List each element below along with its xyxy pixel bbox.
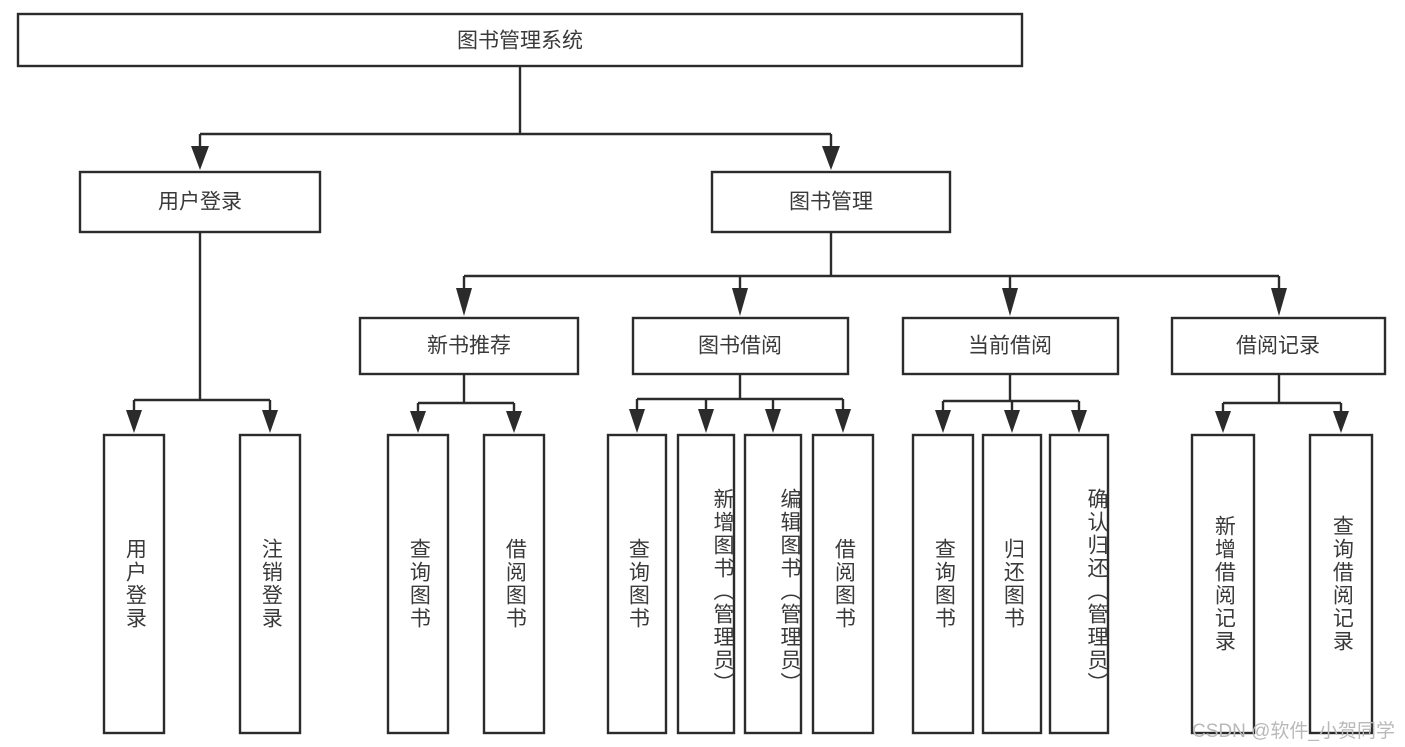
node-label-book-management: 图书管理 [789,191,873,214]
arrow-head-borrow-record [1271,288,1287,316]
node-box-leaf-query-book-3[interactable] [911,433,975,735]
connector-group-borrow-record [1215,374,1349,433]
node-box-leaf-borrow-book-2[interactable] [811,433,875,735]
node-label-user-login: 用户登录 [158,191,242,214]
arrow-head-book-borrow [732,288,748,316]
node-box-borrow-record[interactable] [1170,316,1387,376]
node-box-leaf-add-borrow-record[interactable] [1190,433,1256,735]
arrow-head-leaf-confirm-return [1071,410,1087,433]
connector-group-book-borrow [629,374,851,433]
node-box-book-borrow[interactable] [631,316,850,376]
arrow-head-leaf-borrow-book-1 [506,411,522,433]
arrow-head-leaf-query-book-2 [629,409,645,433]
arrow-head-leaf-logout [262,410,278,433]
node-box-leaf-query-book-1[interactable] [386,433,450,735]
node-box-leaf-borrow-book-1[interactable] [482,433,546,735]
arrow-head-user-login [191,146,209,170]
arrow-head-new-book-recommend [456,288,472,316]
node-label-current-borrow: 当前借阅 [968,335,1052,358]
arrow-head-leaf-query-book-3 [935,410,951,433]
node-box-book-management[interactable] [710,170,952,234]
connector-group-user-login [126,232,278,433]
csdn-watermark: CSDN @软件_小贺同学 [1192,721,1395,742]
node-box-leaf-confirm-return[interactable] [1048,433,1110,735]
node-box-user-login[interactable] [78,170,322,234]
node-box-leaf-query-borrow-record[interactable] [1308,433,1374,735]
node-label-new-book-recommend: 新书推荐 [427,335,511,358]
node-box-root[interactable] [16,12,1024,68]
node-box-leaf-edit-book[interactable] [743,433,803,735]
connector-group-current-borrow [935,374,1087,433]
connector-group-new-book-recommend [410,374,522,433]
arrow-head-leaf-query-book-1 [410,411,426,433]
arrow-head-leaf-return-book [1004,410,1020,433]
arrow-head-current-borrow [1002,288,1018,316]
arrow-head-leaf-add-borrow-record [1215,411,1231,433]
node-label-root: 图书管理系统 [457,30,583,53]
node-box-leaf-logout[interactable] [238,433,302,735]
node-box-leaf-query-book-2[interactable] [606,433,668,735]
arrow-head-leaf-user-login [126,410,142,433]
node-box-leaf-return-book[interactable] [981,433,1043,735]
connector-group-book-management [456,232,1287,316]
node-label-book-borrow: 图书借阅 [698,335,782,358]
node-box-leaf-user-login[interactable] [102,433,166,735]
arrow-head-leaf-borrow-book-2 [835,409,851,433]
arrow-head-leaf-edit-book [765,409,781,433]
connector-group-root [191,66,840,170]
arrow-head-book-management [822,146,840,170]
arrow-head-leaf-query-borrow-record [1333,411,1349,433]
node-box-current-borrow[interactable] [901,316,1120,376]
node-box-new-book-recommend[interactable] [358,316,580,376]
arrow-head-leaf-add-book [698,409,714,433]
node-box-leaf-add-book[interactable] [676,433,736,735]
node-label-borrow-record: 借阅记录 [1236,335,1320,358]
